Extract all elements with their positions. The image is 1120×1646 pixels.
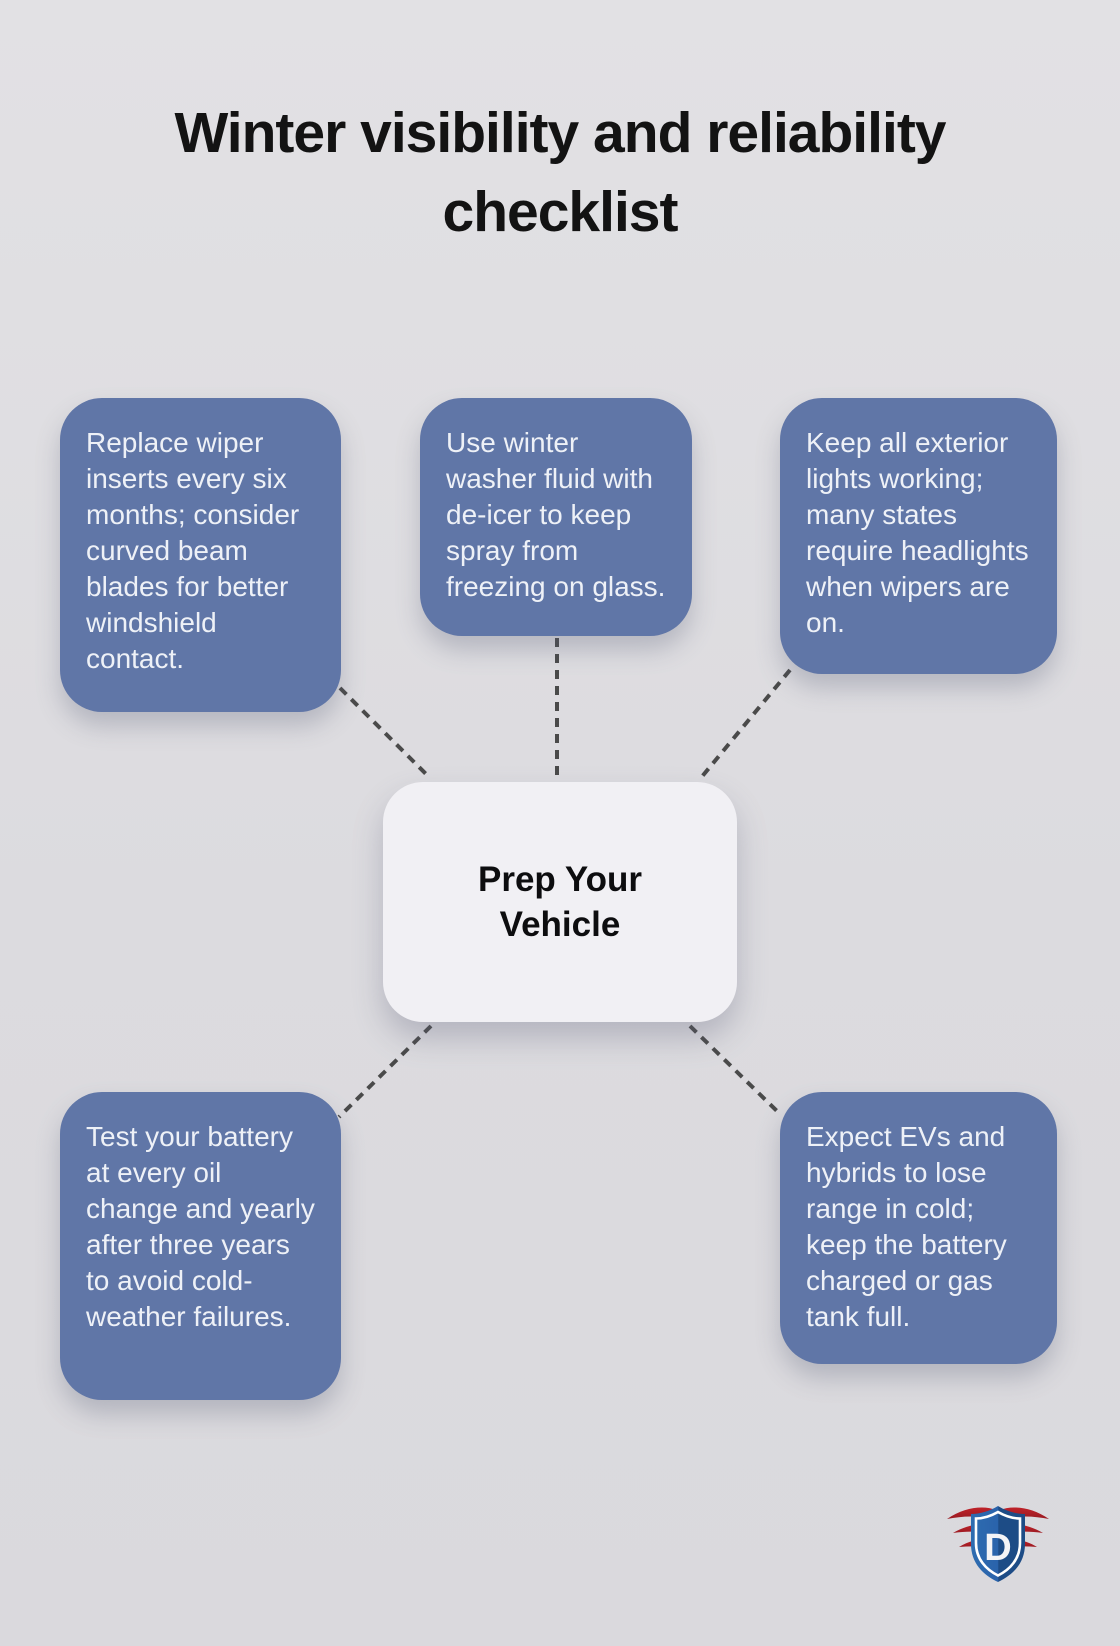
tip-node-battery: Test your battery at every oil change an…: [60, 1092, 341, 1400]
tip-node-wipers-text: Replace wiper inserts every six months; …: [86, 427, 300, 674]
center-node-prep-your-vehicle: Prep Your Vehicle: [383, 782, 737, 1022]
tip-node-ev-range-text: Expect EVs and hybrids to lose range in …: [806, 1121, 1007, 1332]
tip-node-washer-fluid-text: Use winter washer fluid with de-icer to …: [446, 427, 666, 602]
page-title: Winter visibility and reliability checkl…: [0, 94, 1120, 251]
tip-node-washer-fluid: Use winter washer fluid with de-icer to …: [420, 398, 692, 636]
center-node-label-line1: Prep Your: [477, 859, 643, 899]
logo-shield-icon: D: [971, 1506, 1025, 1582]
connector-wipers-center: [338, 686, 432, 780]
tip-node-exterior-lights-text: Keep all exterior lights working; many s…: [806, 427, 1029, 638]
connector-center-ev: [688, 1024, 783, 1117]
page-title-line1: Winter visibility and reliability: [174, 101, 946, 165]
tip-node-exterior-lights: Keep all exterior lights working; many s…: [780, 398, 1057, 674]
logo-letter: D: [984, 1527, 1011, 1569]
center-node-label-line2: Vehicle: [499, 905, 621, 944]
tip-node-battery-text: Test your battery at every oil change an…: [86, 1121, 315, 1332]
brand-shield-logo: D: [947, 1506, 1049, 1582]
tip-node-wipers: Replace wiper inserts every six months; …: [60, 398, 341, 712]
connector-lights-center: [698, 668, 792, 781]
connector-center-battery: [337, 1024, 433, 1119]
tip-node-ev-range: Expect EVs and hybrids to lose range in …: [780, 1092, 1057, 1364]
page-title-line2: checklist: [442, 179, 679, 244]
